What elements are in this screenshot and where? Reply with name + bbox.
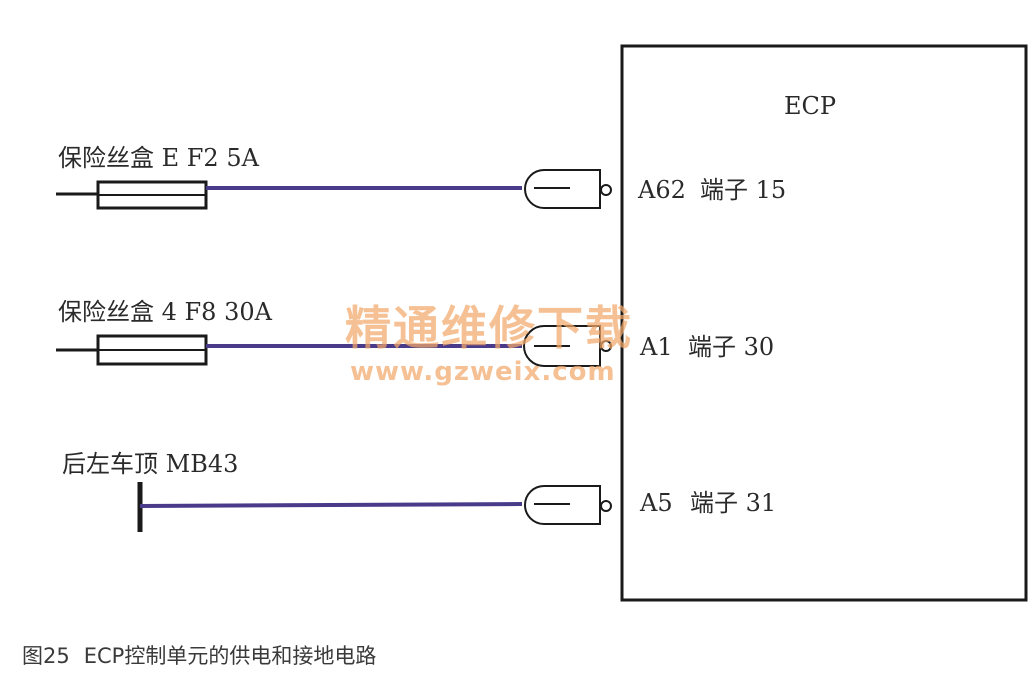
watermark-line2: www.gzweix.com (350, 357, 616, 387)
circuit-1-connector-tab (600, 184, 612, 196)
circuit-3-pin-label: A5 (639, 489, 673, 517)
ecp-unit-label: ECP (784, 92, 836, 120)
ecp-unit-box (620, 44, 1028, 602)
circuit-1-source-label: 保险丝盒 E F2 5A (58, 144, 260, 172)
circuit-3: 后左车顶 MB43 A5 端子 31 (62, 450, 776, 532)
watermark: 精通维修下载 www.gzweix.com (345, 301, 633, 387)
circuit-3-wire (139, 502, 523, 508)
circuit-1-pin-label: A62 (637, 176, 686, 204)
watermark-line1: 精通维修下载 (345, 301, 633, 355)
figure-caption-text: ECP控制单元的供电和接地电路 (83, 644, 377, 668)
circuit-3-source-label: 后左车顶 MB43 (62, 450, 238, 478)
circuit-2: 保险丝盒 4 F8 30A A1 端子 30 (56, 298, 774, 367)
circuit-2-connector-tab (600, 340, 612, 352)
circuit-2-source-label: 保险丝盒 4 F8 30A (58, 298, 273, 326)
circuit-1-terminal-label: 端子 15 (700, 176, 786, 204)
circuit-3-terminal-label: 端子 31 (690, 489, 776, 517)
figure-number: 图25 (22, 644, 70, 668)
figure-caption: 图25 ECP控制单元的供电和接地电路 (22, 640, 390, 670)
circuit-1: 保险丝盒 E F2 5A A62 端子 15 (56, 144, 786, 210)
circuit-2-terminal-label: 端子 30 (688, 333, 774, 361)
circuit-2-pin-label: A1 (639, 333, 673, 361)
circuit-3-connector-tab (600, 500, 612, 512)
